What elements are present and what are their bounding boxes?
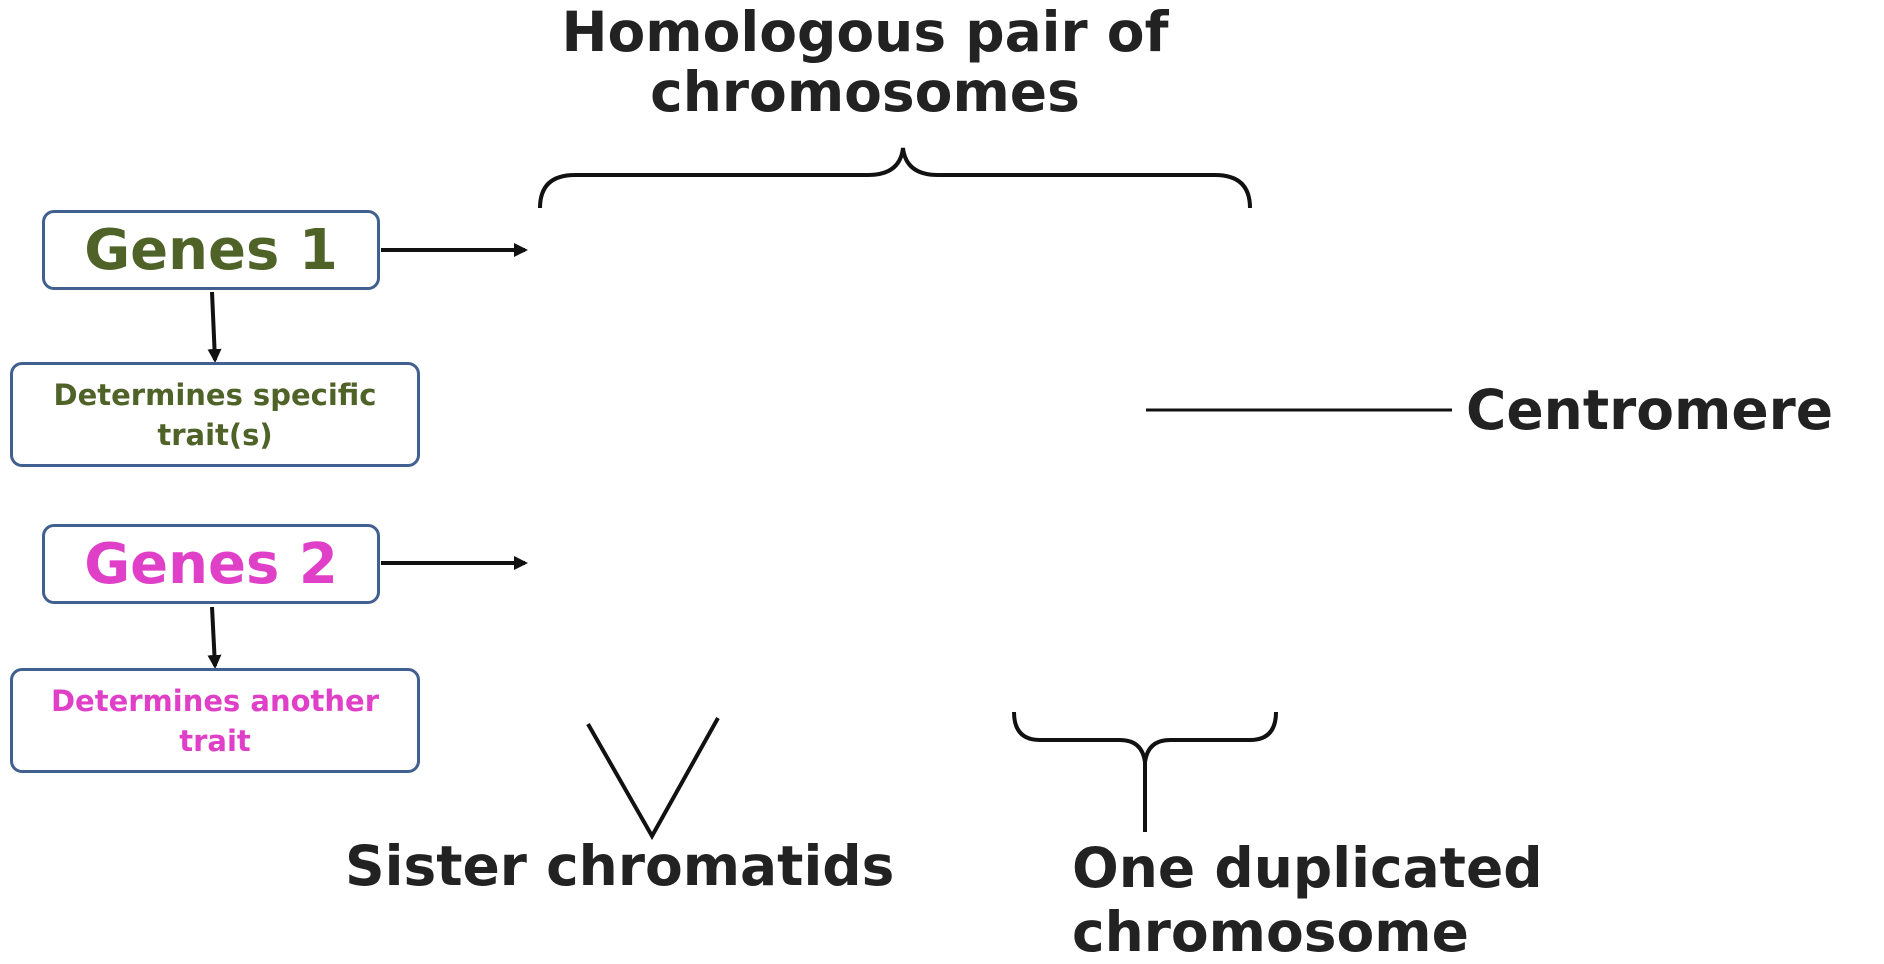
- sister-chromatids-pointer: [588, 718, 718, 836]
- genes1-description: Determines specific trait(s): [23, 375, 407, 455]
- duplicated-chromosome-label: One duplicated chromosome: [1072, 836, 1632, 964]
- centromere-label: Centromere: [1466, 380, 1833, 440]
- genes1-down-arrow: [212, 292, 215, 360]
- genes2-down-arrow: [212, 607, 215, 666]
- genes2-label: Genes 2: [84, 532, 338, 597]
- genes2-description-box: Determines another trait: [10, 668, 420, 773]
- chromosome-2: [1024, 222, 1245, 692]
- genes1-box: Genes 1: [42, 210, 380, 290]
- sister-chromatids-label: Sister chromatids: [345, 836, 894, 896]
- bottom-brace: [1014, 712, 1276, 762]
- chromosome-1: [534, 222, 755, 692]
- genes1-description-box: Determines specific trait(s): [10, 362, 420, 467]
- genes1-label: Genes 1: [84, 218, 338, 283]
- genes2-box: Genes 2: [42, 524, 380, 604]
- genes2-description: Determines another trait: [23, 681, 407, 761]
